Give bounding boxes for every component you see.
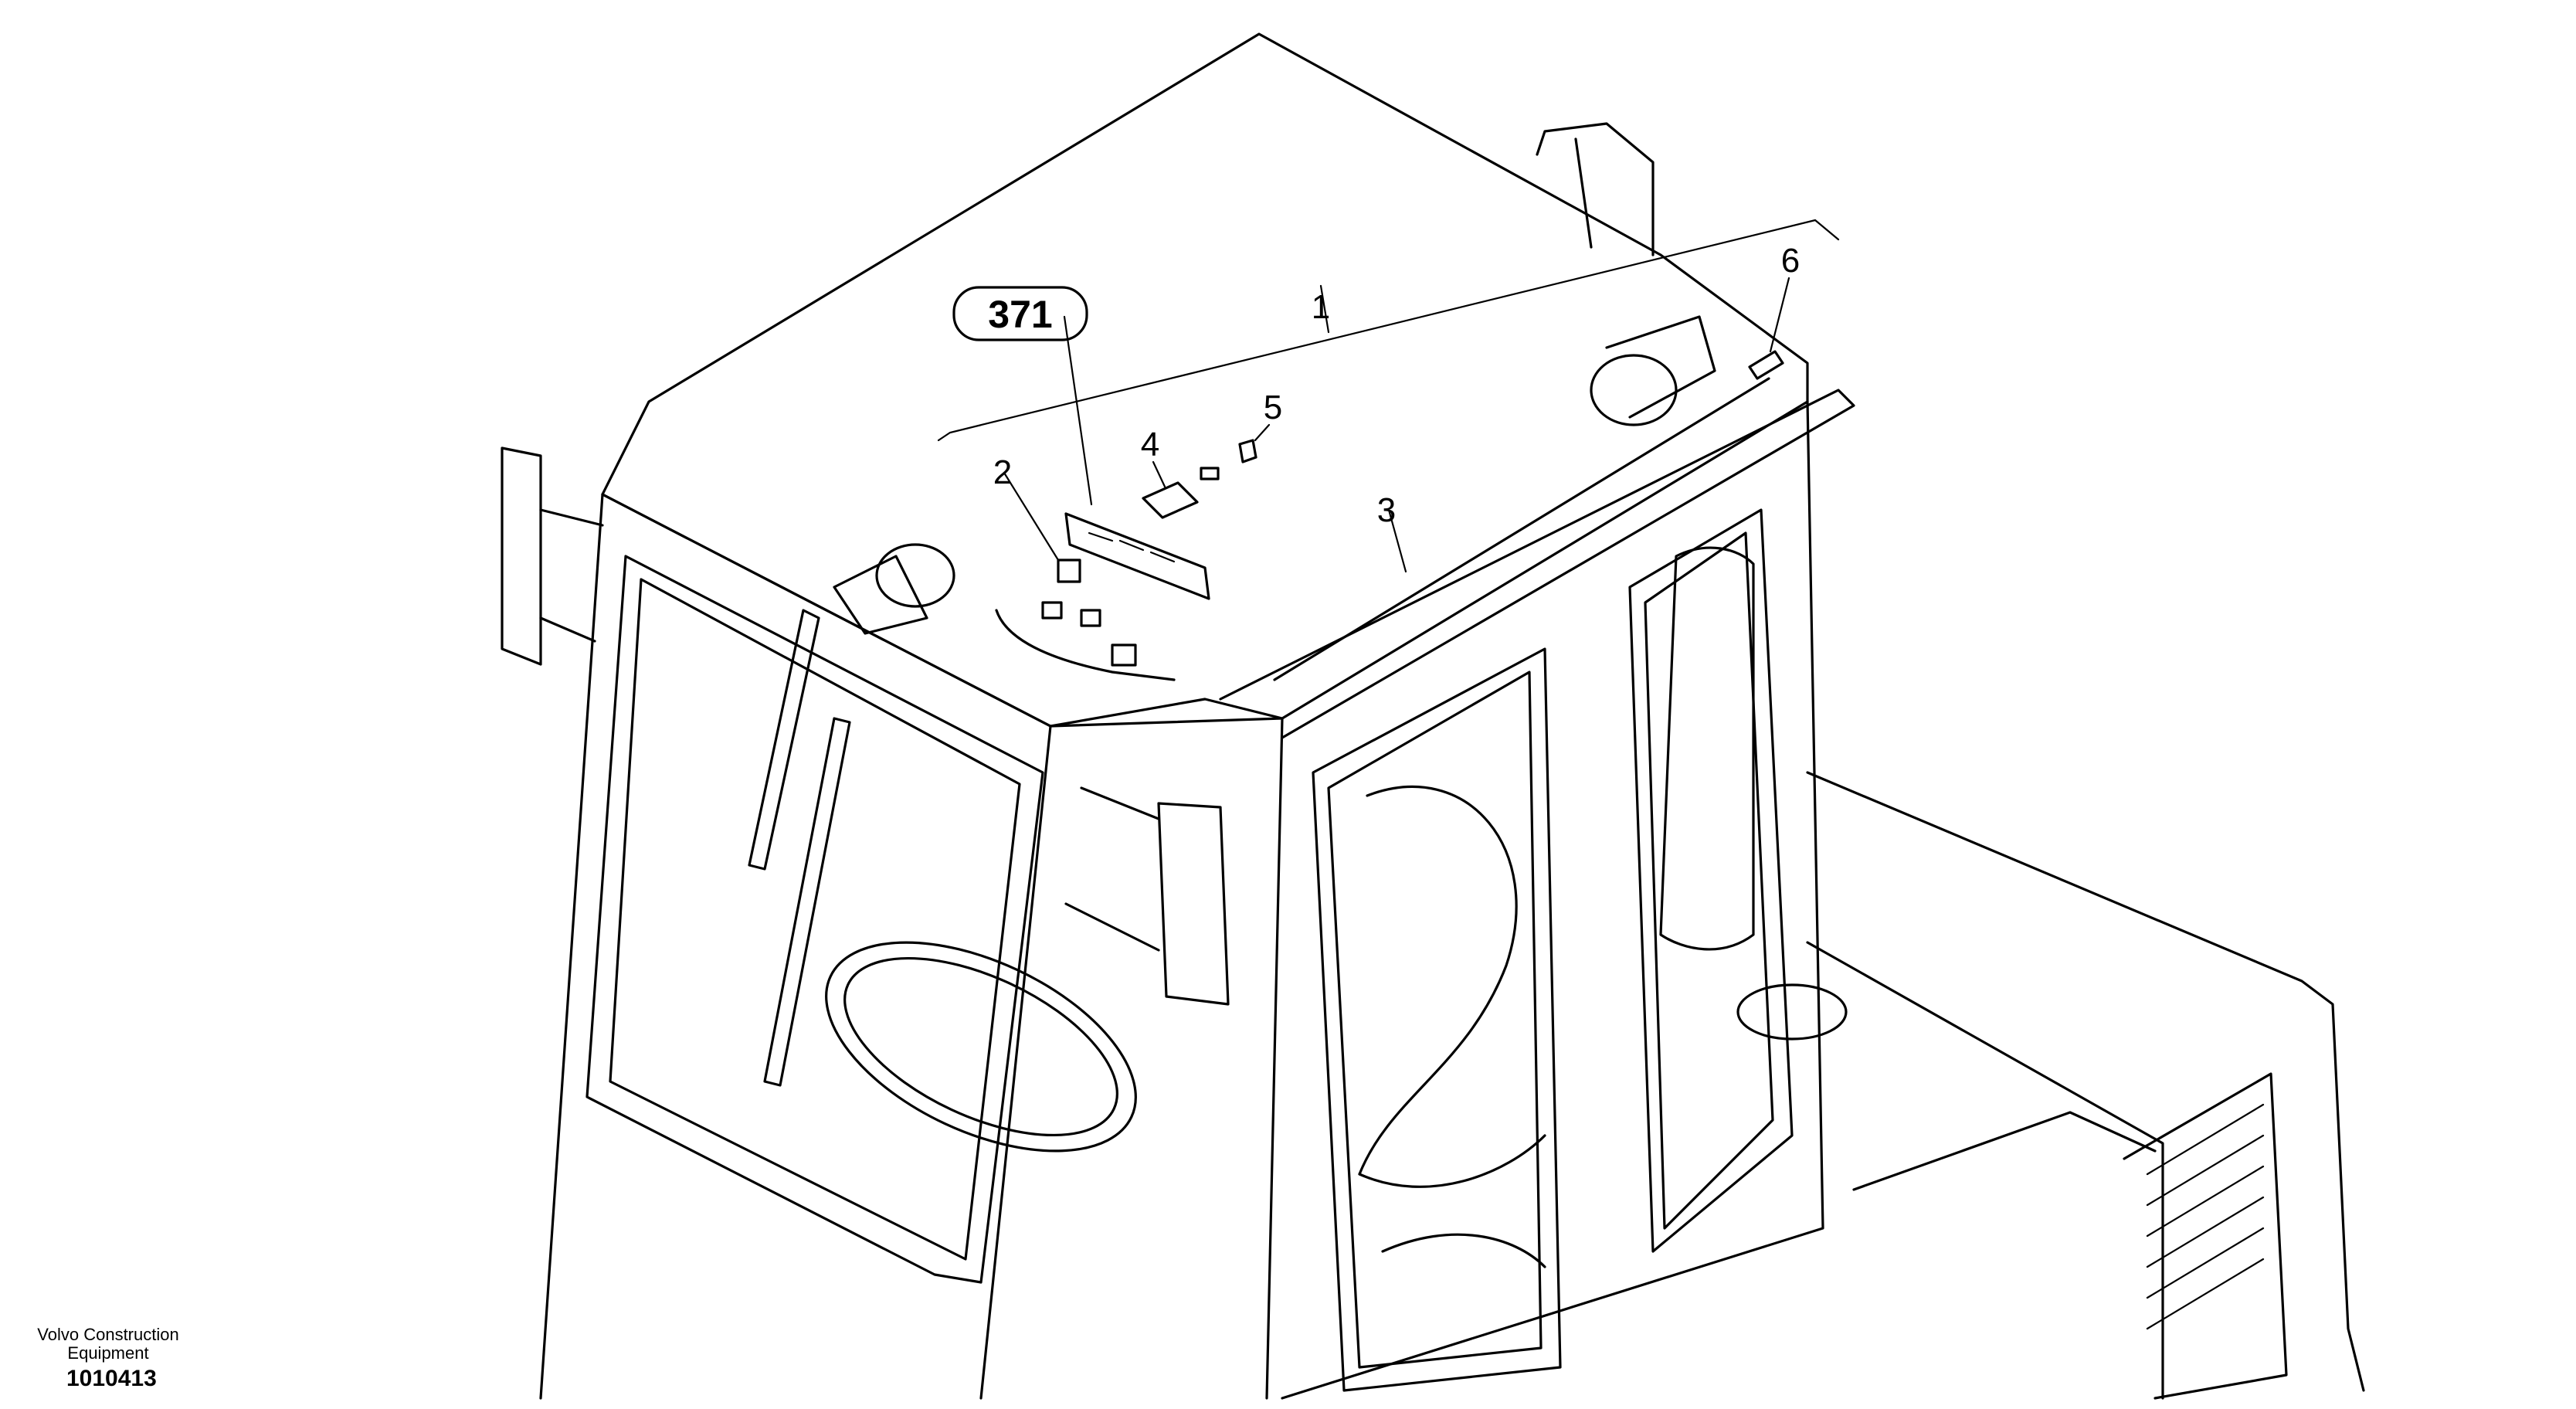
manufacturer-label: Volvo Construction Equipment [31,1326,185,1363]
callout-4: 4 [1141,426,1159,463]
reference-label: 371 [952,286,1088,341]
work-light-rear [1590,315,1716,426]
reference-label-text: 371 [988,293,1052,336]
right-mirror [1064,786,1230,1006]
callout-2: 2 [993,453,1012,491]
manufacturer-line-2: Equipment [67,1343,149,1363]
engine-hood [1659,546,2365,1400]
front-wiper [748,609,851,1087]
cable-harness [1273,350,1784,681]
switch-component [1142,467,1220,519]
callout-5: 5 [1264,389,1282,426]
callout-6: 6 [1781,242,1800,280]
operator-seat [1358,786,1546,1268]
exhaust-pipe [1536,122,1655,256]
cab-body [539,400,1824,1400]
manufacturer-line-1: Volvo Construction [37,1325,179,1344]
work-light-front [833,543,955,635]
switch-cover [1238,439,1257,463]
figure-number: 1010413 [66,1366,157,1391]
callout-1: 1 [1312,288,1330,326]
control-panel [995,512,1210,681]
steering-wheel [825,941,1137,1153]
leader-lines [937,219,1840,573]
callout-3: 3 [1377,491,1396,529]
cab-roof [601,32,1855,739]
callout-labels: 1 2 3 4 5 6 [993,242,1800,529]
left-mirror [501,446,604,666]
